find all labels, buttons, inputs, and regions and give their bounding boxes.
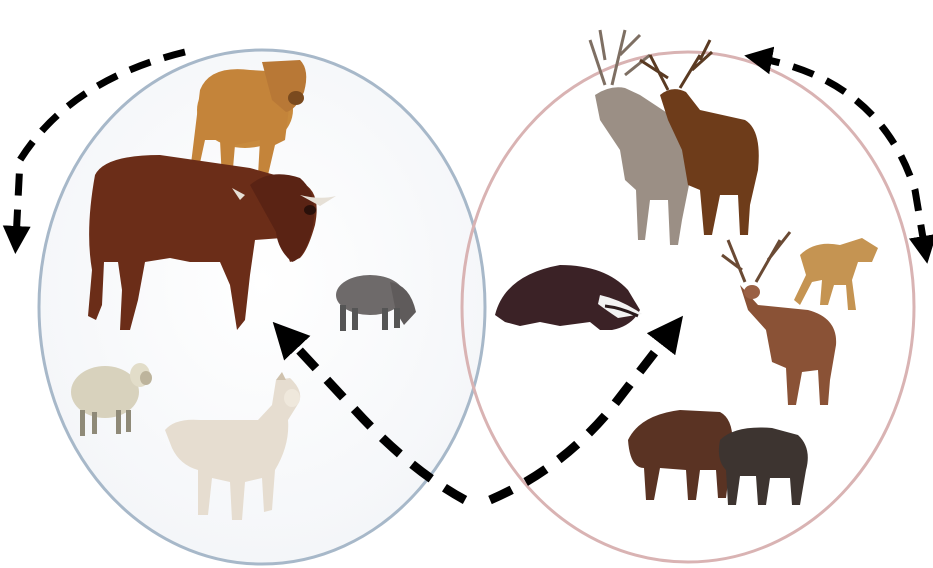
roe-deer-image <box>794 238 878 310</box>
red-deer-grey-image <box>590 30 690 245</box>
badger-image <box>495 265 642 330</box>
wild-boar-large-image <box>628 410 733 500</box>
wild-boar-small-image <box>719 428 808 506</box>
